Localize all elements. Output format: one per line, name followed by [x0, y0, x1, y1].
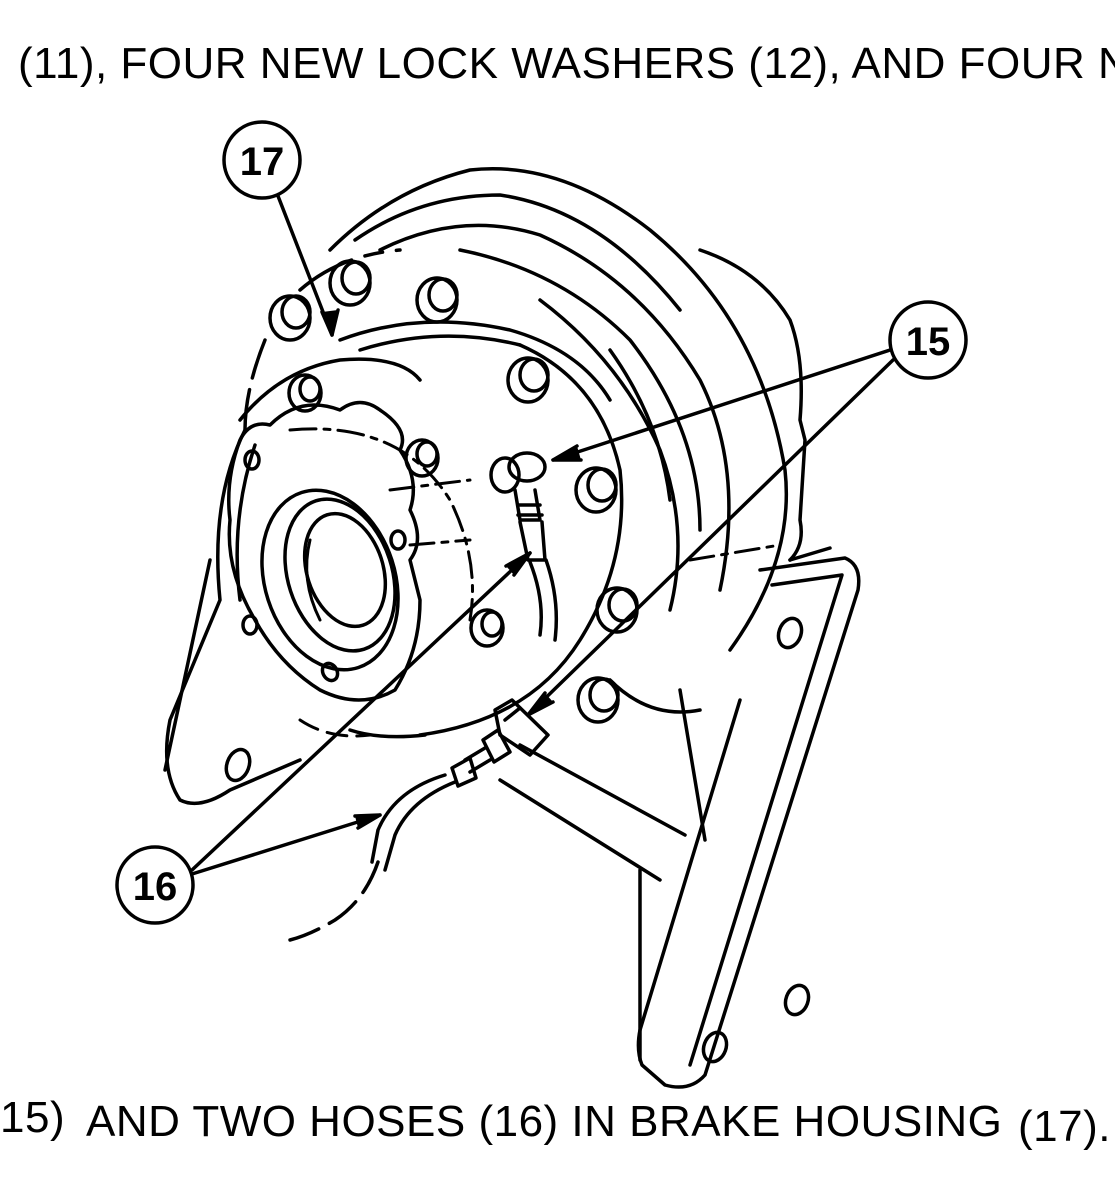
hose-lower — [288, 773, 457, 942]
hose-upper — [528, 558, 559, 642]
callout-15-label: 15 — [906, 320, 951, 364]
instruction-text-bottom-end: (17). — [1018, 1102, 1111, 1151]
callout-16-label: 16 — [133, 865, 178, 909]
callout-16 — [115, 551, 532, 925]
brake-drum-body — [328, 167, 832, 714]
instruction-text-top: (11), FOUR NEW LOCK WASHERS (12), AND FO… — [18, 39, 1115, 88]
instruction-text-bottom-start: 15) — [0, 1093, 66, 1142]
front-cover — [163, 357, 782, 806]
instruction-text-bottom-main: AND TWO HOSES (16) IN BRAKE HOUSING — [86, 1097, 1003, 1146]
bolt-heads-outer — [268, 259, 639, 724]
callout-15 — [526, 300, 968, 717]
callout-17-label: 17 — [240, 140, 285, 184]
callout-17 — [222, 120, 340, 337]
elbow-fitting-upper — [489, 451, 547, 562]
mounting-bracket — [498, 556, 861, 1089]
bolt-heads-inner — [287, 373, 505, 648]
elbow-fitting-lower — [450, 698, 550, 788]
